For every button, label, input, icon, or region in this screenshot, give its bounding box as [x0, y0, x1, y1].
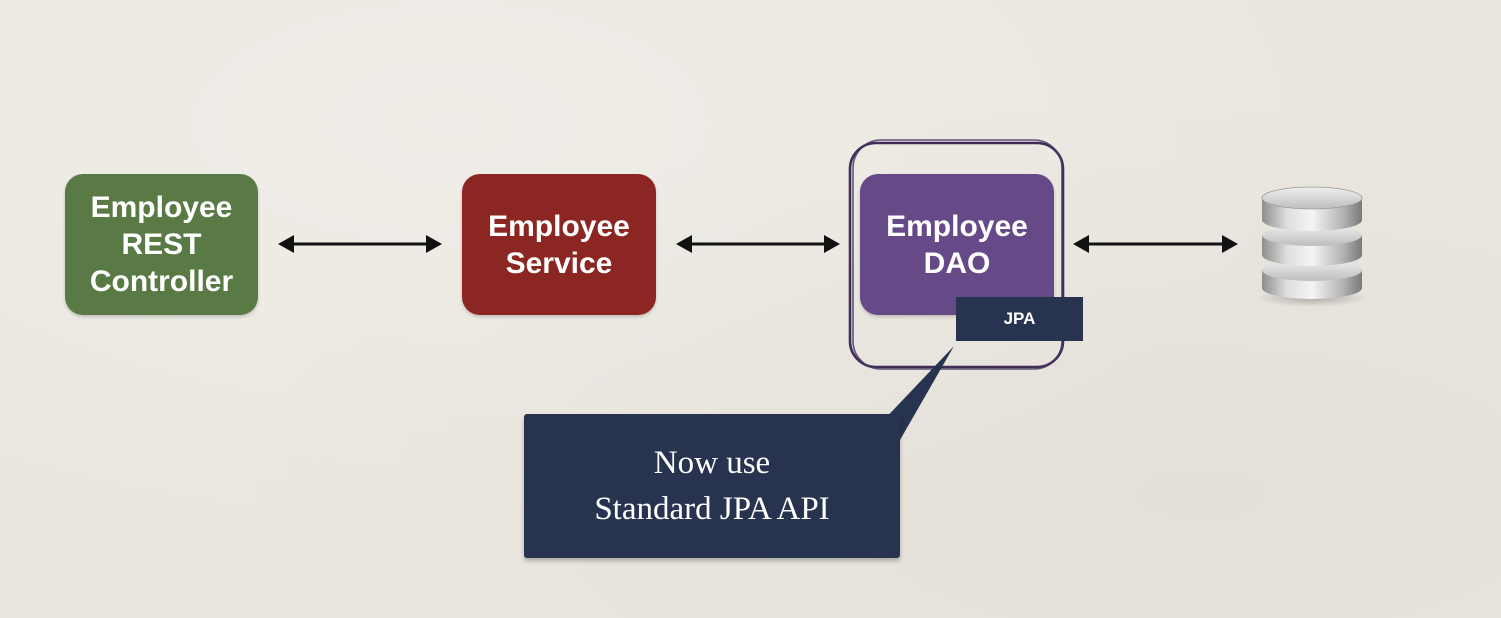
employee-service-box: Employee Service [462, 174, 656, 315]
callout-line2: Standard JPA API [594, 491, 830, 527]
dao-label-line2: DAO [923, 247, 991, 280]
controller-label-line3: Controller [89, 265, 234, 298]
dao-label-line1: Employee [886, 210, 1028, 243]
callout-line1: Now use [653, 445, 771, 481]
dao-highlight-ring [848, 139, 1065, 370]
arrow-dao-database [1073, 235, 1238, 253]
database-icon [1256, 186, 1368, 307]
employee-dao-box: Employee DAO [860, 174, 1054, 315]
controller-label-line1: Employee [90, 191, 233, 224]
jpa-tag: JPA [956, 297, 1083, 341]
controller-label-line2: REST [121, 228, 202, 261]
arrow-controller-service [278, 235, 442, 253]
arrow-service-dao [676, 235, 840, 253]
employee-rest-controller-box: Employee REST Controller [65, 174, 258, 315]
service-label-line2: Service [505, 246, 613, 280]
service-label-line1: Employee [488, 209, 630, 243]
callout-box: Now use Standard JPA API [524, 414, 900, 558]
